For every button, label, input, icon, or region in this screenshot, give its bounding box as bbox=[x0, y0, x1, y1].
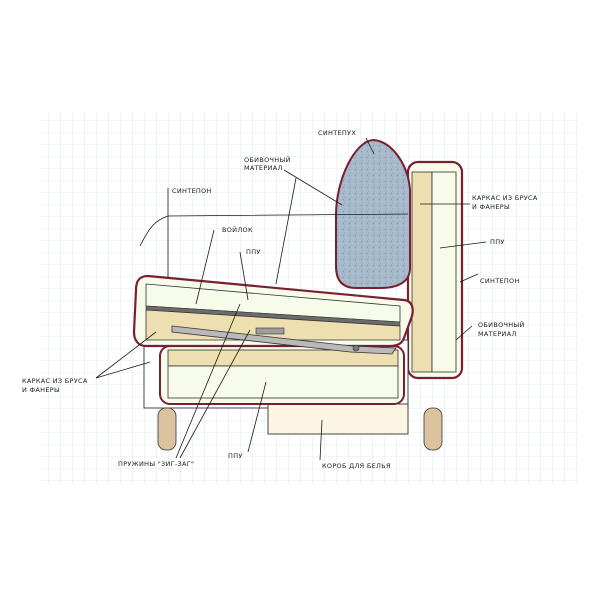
label-sintepon-left: СИНТЕПОН bbox=[172, 187, 212, 195]
label-karkas-left-line1: КАРКАС ИЗ БРУСА bbox=[22, 377, 88, 385]
label-karkas-left-line2: И ФАНЕРЫ bbox=[22, 386, 60, 394]
leader-lines bbox=[95, 137, 487, 461]
label-ppu-bottom: ППУ bbox=[228, 452, 243, 460]
mechanism-bracket bbox=[255, 327, 285, 335]
label-karkas-right-line1: КАРКАС ИЗ БРУСА bbox=[472, 194, 538, 202]
mechanism-pivot bbox=[352, 344, 360, 352]
label-obivochny-top-line1: ОБИВОЧНЫЙ bbox=[244, 155, 291, 164]
leg-right bbox=[423, 407, 443, 451]
label-karkas-right-line2: И ФАНЕРЫ bbox=[472, 203, 510, 211]
label-ppu-right: ППУ bbox=[490, 238, 505, 246]
label-obivochny-right-line2: МАТЕРИАЛ bbox=[478, 330, 517, 338]
back-frame bbox=[411, 171, 433, 373]
lower-foam bbox=[167, 365, 399, 399]
label-korob: КОРОБ ДЛЯ БЕЛЬЯ bbox=[322, 462, 391, 470]
label-sintepon-right: СИНТЕПОН bbox=[480, 277, 520, 285]
back-foam bbox=[431, 171, 457, 373]
label-obivochny-right-line1: ОБИВОЧНЫЙ bbox=[478, 320, 525, 329]
label-voylok: ВОЙЛОК bbox=[222, 225, 253, 234]
label-ppu-top: ППУ bbox=[246, 248, 261, 256]
label-sintepukh: СИНТЕПУХ bbox=[318, 129, 356, 137]
leg-left bbox=[157, 407, 177, 451]
label-pruzhiny: ПРУЖИНЫ "ЗИГ-ЗАГ" bbox=[118, 460, 194, 468]
label-obivochny-top-line2: МАТЕРИАЛ bbox=[244, 164, 283, 172]
laundry-box bbox=[267, 403, 409, 435]
